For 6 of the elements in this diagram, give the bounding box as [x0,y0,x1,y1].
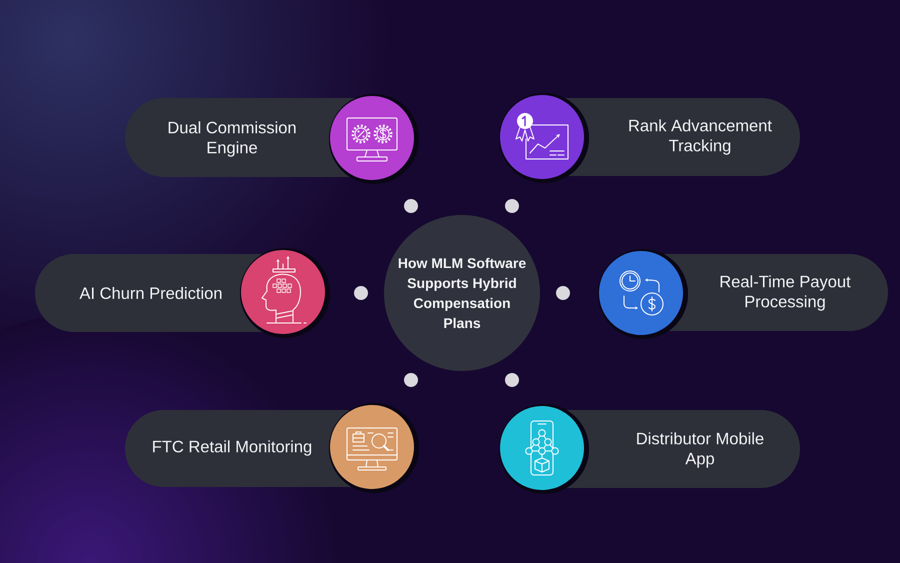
feature-pill: AI Churn Prediction [35,254,263,332]
feature-pill: FTC Retail Monitoring [125,410,352,487]
feature-pill: Rank Advancement Tracking [564,98,800,176]
feature-pill: Dual Commission Engine [125,98,356,177]
feature-pill: Distributor Mobile App [566,410,800,488]
feature-pill: Real-Time Payout Processing [664,254,888,331]
